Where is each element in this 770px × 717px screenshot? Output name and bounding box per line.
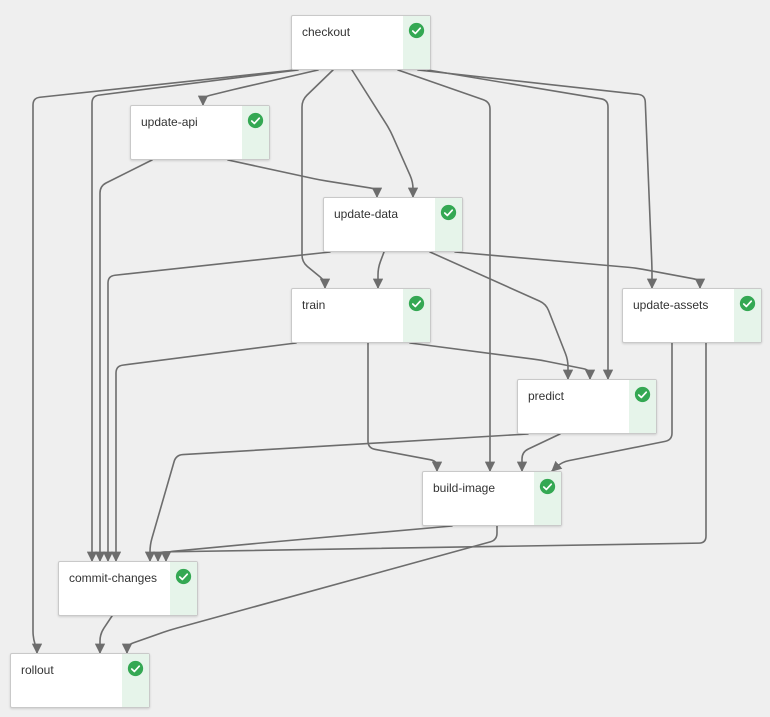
success-check-circle-icon — [175, 568, 192, 585]
stage-status-strip — [170, 562, 197, 615]
edge-build-image-to-rollout — [121, 525, 498, 655]
stage-name-label: update-data — [334, 207, 399, 221]
edge-predict-to-build-image — [516, 433, 561, 473]
edge-checkout-to-update-data — [351, 69, 419, 199]
stage-name-label: rollout — [21, 663, 54, 677]
stage-status-strip — [122, 654, 149, 707]
stage-name-label: train — [302, 298, 326, 312]
edge-checkout-to-train — [301, 69, 334, 290]
pipeline-stage-node-predict[interactable]: predict — [517, 379, 657, 434]
edge-checkout-to-update-api — [197, 69, 319, 107]
success-check-circle-icon — [408, 22, 425, 39]
pipeline-stage-node-commit-changes[interactable]: commit-changes — [58, 561, 198, 616]
success-check-circle-icon — [408, 295, 425, 312]
edge-update-assets-to-commit-changes — [152, 342, 707, 563]
stage-name-label: update-assets — [633, 298, 709, 312]
pipeline-stage-node-build-image[interactable]: build-image — [422, 471, 562, 526]
stage-name-label: commit-changes — [69, 571, 158, 585]
edge-checkout-to-rollout — [31, 69, 295, 655]
stage-status-strip — [435, 198, 462, 251]
pipeline-stage-node-update-assets[interactable]: update-assets — [622, 288, 762, 343]
pipeline-stage-node-update-api[interactable]: update-api — [130, 105, 270, 160]
stage-status-strip — [242, 106, 269, 159]
edge-update-data-to-commit-changes — [102, 251, 331, 563]
stage-status-strip — [403, 16, 430, 69]
edge-checkout-to-build-image — [397, 69, 496, 473]
success-check-circle-icon — [634, 386, 651, 403]
success-check-circle-icon — [127, 660, 144, 677]
edge-checkout-to-predict — [427, 69, 614, 381]
edge-update-api-to-update-data — [227, 159, 383, 199]
edge-commit-changes-to-rollout — [94, 615, 113, 655]
success-check-circle-icon — [440, 204, 457, 221]
stage-name-label: predict — [528, 389, 565, 403]
edge-update-data-to-update-assets — [454, 251, 706, 290]
stage-status-strip — [534, 472, 561, 525]
edge-checkout-to-commit-changes — [86, 69, 299, 563]
edge-train-to-predict — [409, 342, 596, 381]
success-check-circle-icon — [539, 478, 556, 495]
stage-status-strip — [734, 289, 761, 342]
edge-train-to-commit-changes — [110, 342, 297, 563]
pipeline-stage-node-train[interactable]: train — [291, 288, 431, 343]
success-check-circle-icon — [247, 112, 264, 129]
stage-name-label: checkout — [302, 25, 351, 39]
stage-name-label: build-image — [433, 481, 496, 495]
edge-update-data-to-train — [372, 251, 385, 290]
edge-update-assets-to-build-image — [551, 342, 673, 472]
edge-predict-to-commit-changes — [144, 433, 529, 563]
edge-update-api-to-commit-changes — [94, 159, 153, 563]
pipeline-stage-node-update-data[interactable]: update-data — [323, 197, 463, 252]
edge-update-data-to-predict — [429, 251, 574, 381]
edge-build-image-to-commit-changes — [160, 525, 453, 563]
stage-status-strip — [403, 289, 430, 342]
pipeline-stage-node-rollout[interactable]: rollout — [10, 653, 150, 708]
stage-name-label: update-api — [141, 115, 198, 129]
edge-checkout-to-update-assets — [417, 69, 658, 290]
success-check-circle-icon — [739, 295, 756, 312]
edge-train-to-build-image — [367, 342, 443, 473]
pipeline-stage-node-checkout[interactable]: checkout — [291, 15, 431, 70]
stage-status-strip — [629, 380, 656, 433]
